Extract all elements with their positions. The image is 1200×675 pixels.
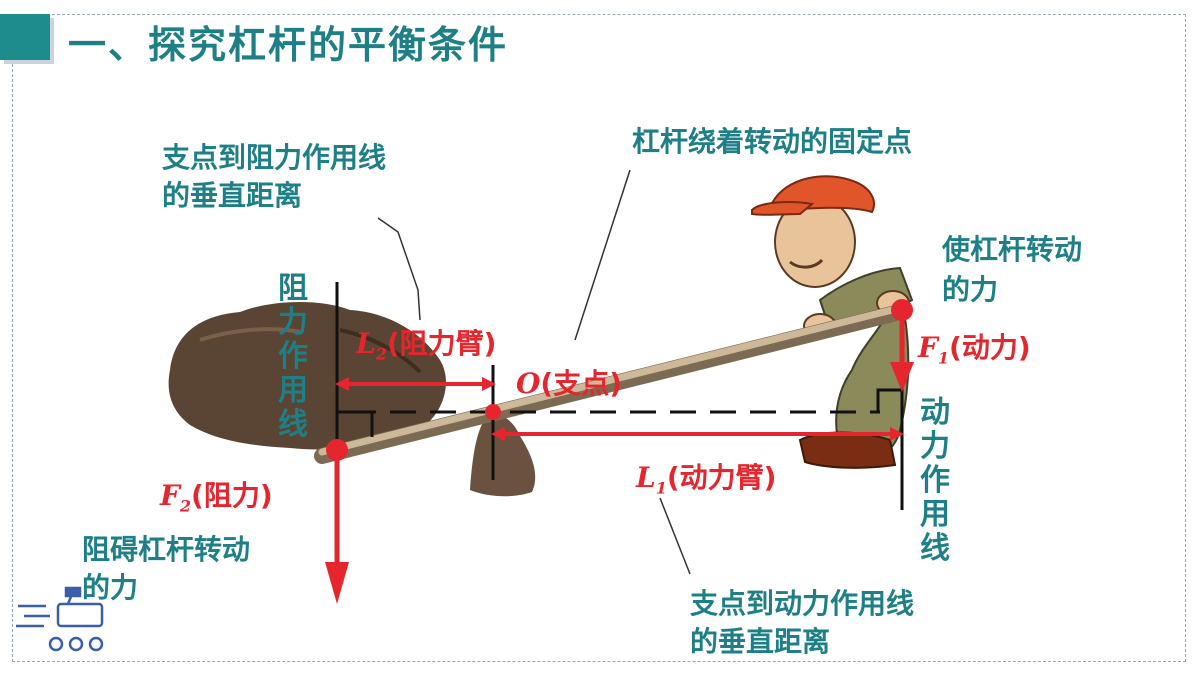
resistance-action-line-label: 阻力作用线 — [278, 271, 308, 442]
F1-label: F1(动力) — [918, 331, 1031, 368]
fulcrum-desc: 杠杆绕着转动的固定点 — [632, 125, 913, 158]
resistance-arm-desc-line2: 的垂直距离 — [162, 179, 303, 212]
effort-desc-line2: 的力 — [942, 273, 999, 306]
fulcrum-point — [485, 404, 501, 420]
resistance-desc-line2: 的力 — [82, 571, 139, 604]
resistance-desc-line1: 阻碍杠杆转动 — [82, 533, 251, 566]
page-title: 一、探究杠杆的平衡条件 — [68, 23, 509, 67]
rover-icon — [16, 586, 104, 652]
effort-point — [891, 299, 913, 321]
effort-arm-desc-line1: 支点到动力作用线 — [690, 587, 915, 620]
effort-arm-desc-line2: 的垂直距离 — [690, 625, 831, 658]
resistance-point — [326, 439, 348, 461]
slide-frame — [12, 14, 1186, 662]
leader-line-resistance-arm — [377, 217, 421, 321]
fulcrum-stone — [470, 414, 536, 497]
effort-desc-line1: 使杠杆转动 — [942, 233, 1083, 266]
teal-square-icon — [0, 14, 50, 60]
leader-line-effort-arm — [659, 497, 691, 575]
L1-label: L1(动力臂) — [636, 461, 777, 498]
O-label: O(支点) — [516, 367, 622, 400]
lever-bar — [314, 304, 908, 464]
resistance-arm-desc-line1: 支点到阻力作用线 — [162, 141, 387, 174]
rock-illustration — [168, 301, 446, 450]
L2-label: L2(阻力臂) — [356, 327, 497, 364]
F2-label: F2(阻力) — [160, 479, 273, 516]
effort-action-line-label: 动力作用线 — [920, 395, 950, 566]
worker-illustration — [751, 175, 914, 469]
leader-line-fulcrum — [574, 169, 631, 341]
